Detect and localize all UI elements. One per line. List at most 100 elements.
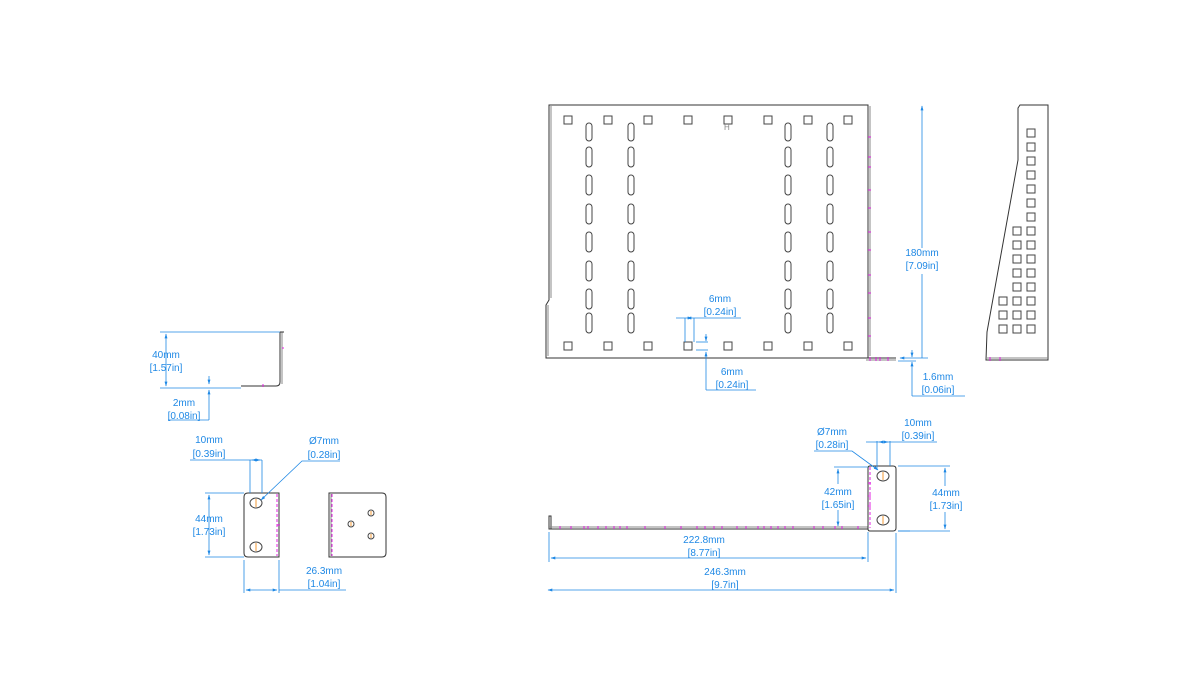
square-hole <box>1026 240 1036 250</box>
square-hole <box>1026 212 1036 222</box>
square-hole <box>998 310 1008 320</box>
label-h: H <box>724 123 730 132</box>
square-hole <box>723 341 733 351</box>
slot-hole <box>585 146 593 168</box>
slot-hole <box>784 231 792 253</box>
square-hole <box>1026 128 1036 138</box>
dim-text-front-slot-width-mm: 10mm <box>904 418 932 429</box>
square-hole <box>643 341 653 351</box>
square-hole <box>1012 282 1022 292</box>
square-hole <box>1012 226 1022 236</box>
square-hole <box>1026 296 1036 306</box>
dim-text-thickness-in: [0.08in] <box>168 411 201 422</box>
square-hole <box>1026 282 1036 292</box>
dim-text-hole-dia-mm: Ø7mm <box>309 436 339 447</box>
ear-front-view: 10mm [0.39in] Ø7mm [0.28in] 44mm [1.73in… <box>190 435 346 593</box>
square-hole <box>1026 142 1036 152</box>
dim-text-slot-width-mm: 10mm <box>195 435 223 446</box>
dim-text-hole-dia-in: [0.28in] <box>308 450 341 461</box>
dim-text-ear-height-in: [1.73in] <box>193 527 226 538</box>
slot-hole <box>585 174 593 196</box>
slot-hole <box>784 146 792 168</box>
dim-text-thickness-mm: 1.6mm <box>923 372 954 383</box>
square-hole <box>843 115 853 125</box>
square-hole <box>843 341 853 351</box>
dim-text-height-mm: 40mm <box>152 350 180 361</box>
square-hole <box>1026 254 1036 264</box>
square-hole <box>998 324 1008 334</box>
slot-hole <box>627 312 635 334</box>
dim-text-ear-height-mm: 44mm <box>195 514 223 525</box>
square-hole <box>563 341 573 351</box>
dim-text-thickness-in: [0.06in] <box>922 385 955 396</box>
square-hole <box>683 341 693 351</box>
slot-hole <box>585 260 593 282</box>
dim-text-edge-gap-mm: 6mm <box>721 367 743 378</box>
dim-text-inner-width-mm: 222.8mm <box>683 535 725 546</box>
front-ear-outline <box>867 465 897 532</box>
dim-text-slot-span-mm: 42mm <box>824 487 852 498</box>
square-hole <box>1026 324 1036 334</box>
square-hole <box>763 115 773 125</box>
slot-hole <box>627 122 635 142</box>
dim-text-front-hole-dia-in: [0.28in] <box>816 440 849 451</box>
dim-text-edge-gap-in: [0.24in] <box>716 380 749 391</box>
dim-text-ear-depth-mm: 26.3mm <box>306 566 342 577</box>
slot-hole <box>627 260 635 282</box>
slot-hole <box>826 146 834 168</box>
slot-hole <box>826 312 834 334</box>
square-hole <box>1012 240 1022 250</box>
square-hole <box>1026 156 1036 166</box>
square-hole <box>683 115 693 125</box>
slot-hole <box>826 122 834 142</box>
square-hole <box>803 115 813 125</box>
slot-hole <box>784 174 792 196</box>
square-hole <box>603 115 613 125</box>
dim-text-square-gap-mm: 6mm <box>709 294 731 305</box>
front-elevation-view: Ø7mm [0.28in] 10mm [0.39in] 42mm [1.65in… <box>547 418 966 593</box>
square-hole <box>763 341 773 351</box>
slot-hole <box>826 231 834 253</box>
slot-hole <box>585 288 593 310</box>
square-hole <box>1012 296 1022 306</box>
leader-hole-diameter <box>260 460 340 501</box>
slot-hole <box>627 231 635 253</box>
square-hole <box>1026 170 1036 180</box>
dim-text-ear-depth-in: [1.04in] <box>308 579 341 590</box>
dim-text-depth-mm: 180mm <box>905 248 938 259</box>
square-hole <box>643 115 653 125</box>
dim-text-front-ear-height-in: [1.73in] <box>930 501 963 512</box>
dim-text-height-in: [1.57in] <box>150 363 183 374</box>
slot-hole <box>784 203 792 225</box>
dim-text-overall-width-in: [9.7in] <box>711 580 738 591</box>
square-hole <box>603 341 613 351</box>
square-hole <box>1012 254 1022 264</box>
square-hole <box>1026 310 1036 320</box>
square-hole <box>803 341 813 351</box>
square-hole <box>998 296 1008 306</box>
leader-front-hole-diameter <box>814 450 879 471</box>
slot-hole <box>826 288 834 310</box>
square-hole <box>1026 226 1036 236</box>
dim-text-depth-in: [7.09in] <box>906 261 939 272</box>
slot-hole <box>826 260 834 282</box>
slot-hole <box>784 288 792 310</box>
slot-hole <box>784 312 792 334</box>
ear-side-outline <box>328 492 387 558</box>
dim-text-front-ear-height-mm: 44mm <box>932 488 960 499</box>
slot-hole <box>784 260 792 282</box>
top-plan-view: H 6mm [0.24in] 6mm [0.24in] 180mm [7.09i… <box>545 104 965 397</box>
slot-hole <box>627 203 635 225</box>
slot-hole <box>627 174 635 196</box>
ear-outline <box>243 492 280 558</box>
profile-outline <box>241 332 281 387</box>
square-hole <box>1026 198 1036 208</box>
side-gusset-view <box>985 104 1049 361</box>
slot-hole <box>627 288 635 310</box>
ear-side-view <box>328 492 387 558</box>
dim-text-thickness-mm: 2mm <box>173 398 195 409</box>
slot-hole <box>826 174 834 196</box>
square-hole <box>563 115 573 125</box>
dim-text-inner-width-in: [8.77in] <box>688 548 721 559</box>
